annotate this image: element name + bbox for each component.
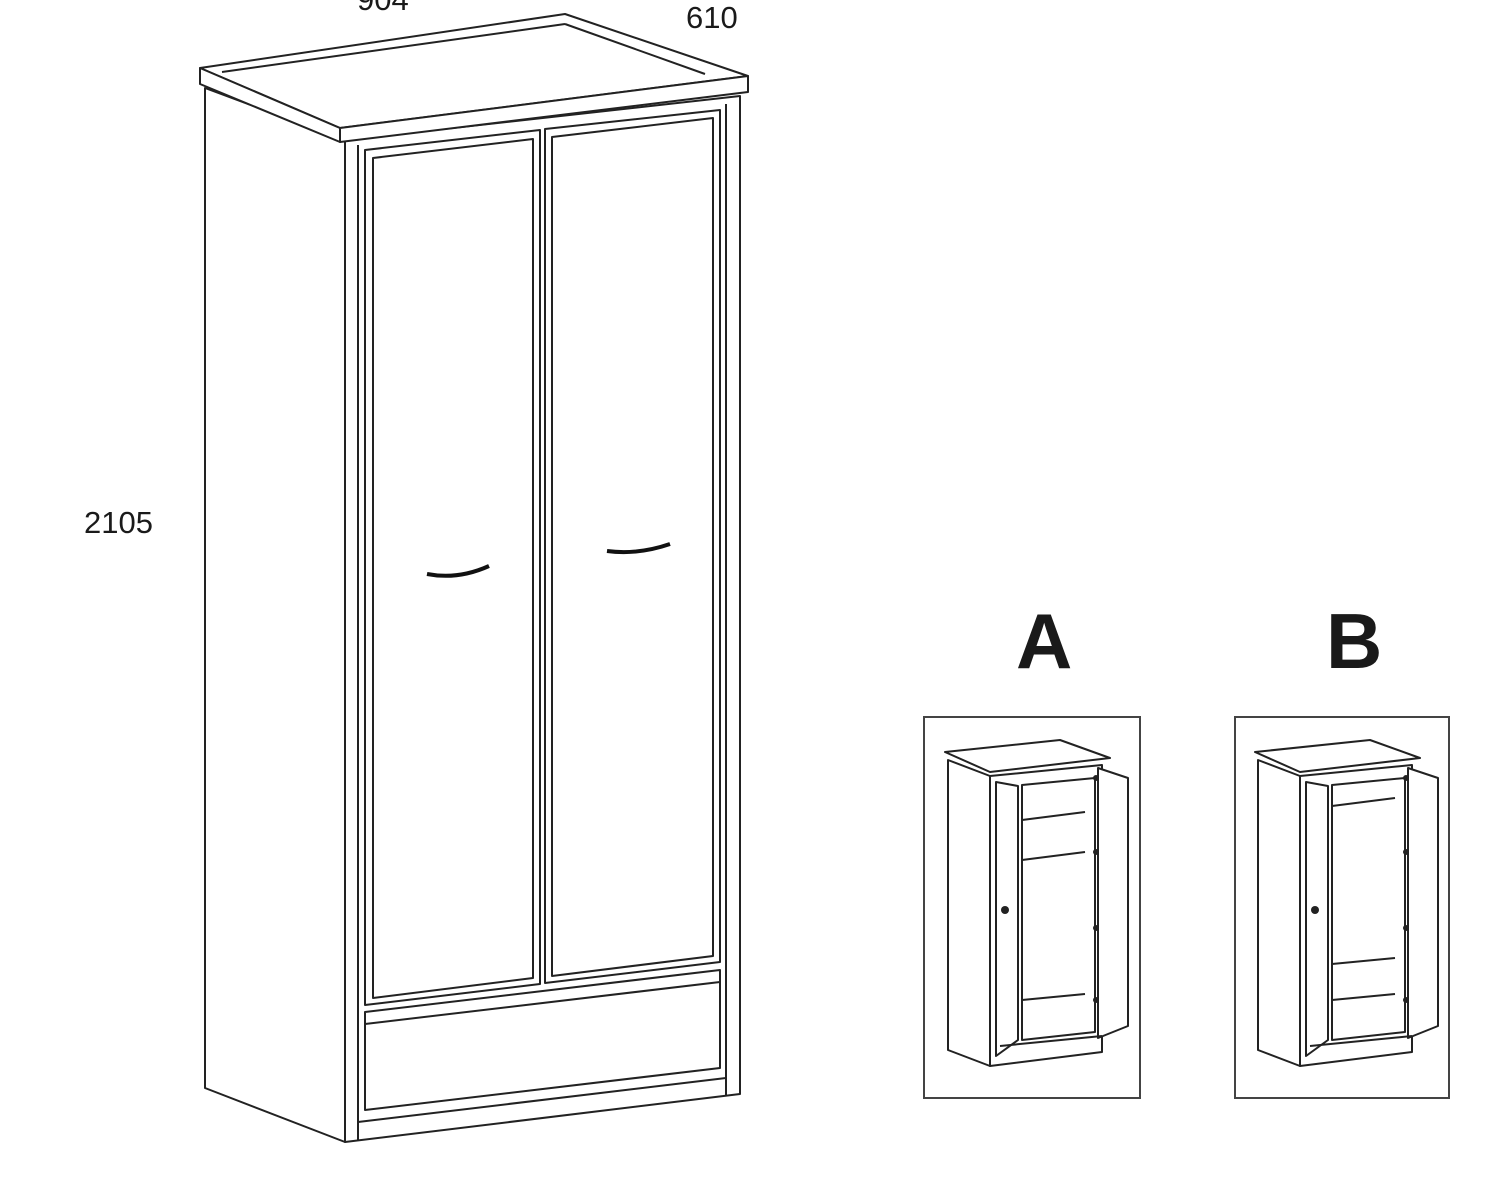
height-dimension-label: 2105 bbox=[84, 505, 153, 540]
option-b-label: B bbox=[1326, 597, 1383, 685]
drawer-front bbox=[364, 969, 721, 1111]
wardrobe-main bbox=[199, 13, 749, 1143]
depth-dimension-label: 610 bbox=[686, 0, 738, 35]
right-door-handle bbox=[606, 542, 671, 555]
option-b-thumbnail bbox=[1234, 716, 1450, 1099]
width-dimension-label: 904 bbox=[357, 0, 409, 18]
option-a-label: A bbox=[1016, 597, 1073, 685]
option-a-thumbnail bbox=[923, 716, 1141, 1099]
left-door-handle bbox=[426, 564, 490, 578]
wardrobe-side-panel bbox=[204, 87, 346, 1143]
